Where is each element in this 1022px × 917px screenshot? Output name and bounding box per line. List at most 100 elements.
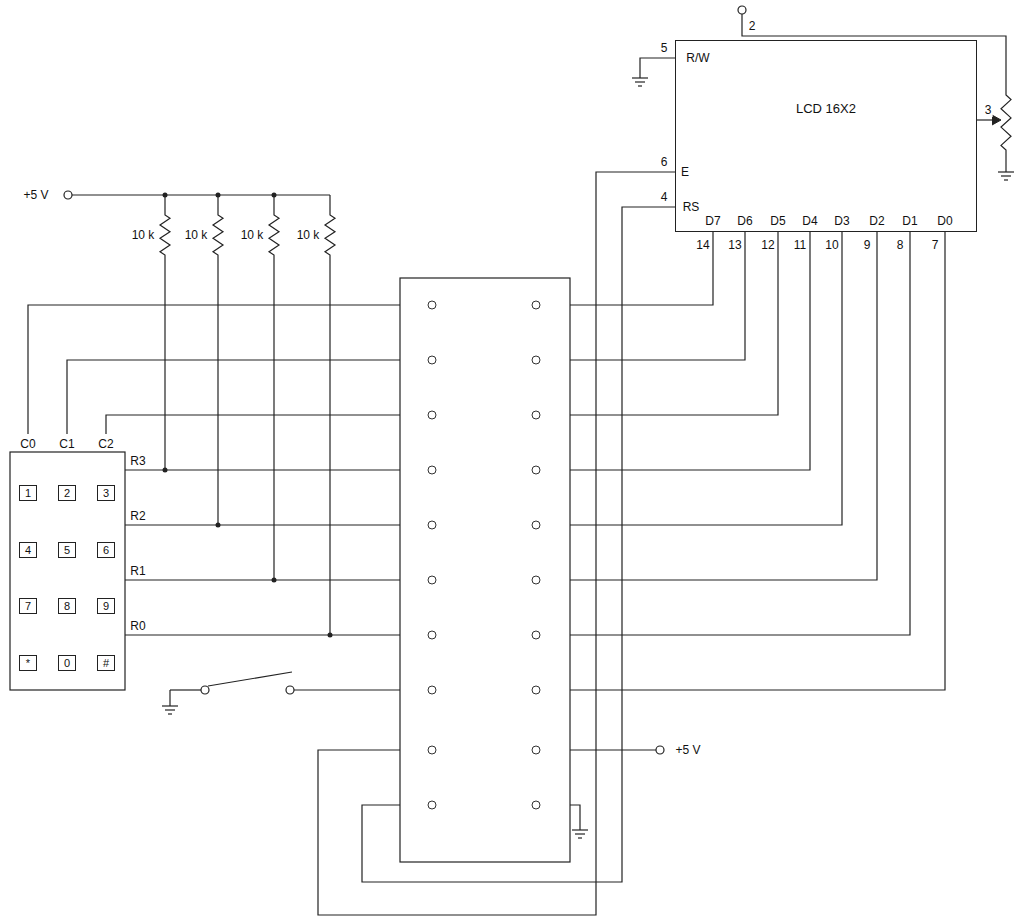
data-wire — [570, 232, 910, 635]
row-wire — [125, 634, 400, 635]
terminal — [201, 686, 209, 694]
ic-pin — [428, 631, 436, 639]
ic-pin — [428, 521, 436, 529]
pin-number: 7 — [931, 238, 940, 252]
ground-symbol — [998, 172, 1014, 180]
key-label: 4 — [20, 543, 36, 557]
data-wire — [570, 232, 778, 415]
pin-name: D7 — [704, 214, 721, 228]
key-label: 2 — [59, 486, 75, 500]
column-wire — [67, 360, 400, 434]
keypad-key: 2 — [58, 485, 76, 501]
junction-dot — [163, 193, 168, 198]
pin-name: D0 — [936, 214, 953, 228]
ground-symbol — [572, 830, 588, 838]
terminal — [286, 686, 294, 694]
row-wire — [125, 579, 400, 580]
junction-dot — [272, 193, 277, 198]
pin-number: 13 — [727, 238, 742, 252]
ic-pin — [532, 801, 540, 809]
keypad-key: 6 — [97, 542, 115, 558]
keypad-key: 0 — [58, 655, 76, 671]
key-label: 1 — [20, 486, 36, 500]
pin-name: D4 — [801, 214, 818, 228]
resistor-value: 10 k — [240, 228, 265, 242]
ic-pin — [428, 301, 436, 309]
ic-pin — [532, 411, 540, 419]
pin-number: 6 — [660, 155, 669, 169]
terminal — [656, 746, 664, 754]
junction-dot — [216, 193, 221, 198]
data-wire — [570, 232, 745, 360]
key-label: 5 — [59, 543, 75, 557]
ic-pin — [532, 746, 540, 754]
column-name: C1 — [58, 437, 75, 451]
rw-wire — [640, 58, 676, 78]
ic-pin — [532, 686, 540, 694]
switch-wire — [294, 689, 400, 690]
wire — [217, 263, 218, 525]
rs-wire — [362, 207, 676, 882]
pin-name: R/W — [685, 51, 710, 65]
wiper-arrow — [992, 115, 1001, 125]
row-name: R2 — [129, 509, 146, 523]
supply-label: +5 V — [674, 743, 701, 757]
module-name: LCD 16X2 — [676, 101, 976, 116]
data-wire — [570, 232, 810, 470]
column-wire — [106, 415, 400, 434]
pin-name: E — [680, 165, 690, 179]
keypad-key: 4 — [19, 542, 37, 558]
pin-name: D2 — [868, 214, 885, 228]
ic-pin — [428, 576, 436, 584]
row-name: R3 — [129, 454, 146, 468]
ic-package — [400, 278, 570, 862]
pin-number: 10 — [824, 238, 839, 252]
keypad-key: 9 — [97, 598, 115, 614]
pin-number: 14 — [695, 238, 710, 252]
pin-name: D1 — [901, 214, 918, 228]
key-label: 3 — [98, 486, 114, 500]
ground-symbol — [162, 706, 178, 714]
pin-number: 5 — [660, 41, 669, 55]
wire — [170, 689, 201, 690]
keypad-key: 5 — [58, 542, 76, 558]
keypad-key: 7 — [19, 598, 37, 614]
column-name: C0 — [19, 437, 36, 451]
ic-pin — [428, 466, 436, 474]
lcd-module: LCD 16X2 — [675, 40, 977, 232]
data-wire — [570, 232, 877, 580]
wire — [1005, 158, 1006, 172]
ic-pin — [428, 356, 436, 364]
keypad-key: 3 — [97, 485, 115, 501]
wiper-wire — [976, 119, 994, 120]
pin-number: 8 — [896, 238, 905, 252]
wire — [329, 195, 330, 207]
key-label: 9 — [98, 599, 114, 613]
data-wire — [570, 232, 842, 525]
pin-number: 2 — [748, 19, 757, 33]
pin-number: 4 — [660, 190, 669, 204]
keypad-key: # — [97, 655, 115, 671]
ground-symbol — [632, 78, 648, 86]
column-name: C2 — [97, 437, 114, 451]
ic-pin — [532, 301, 540, 309]
ic-pin — [428, 801, 436, 809]
ic-pin — [532, 631, 540, 639]
ground-wire — [570, 805, 580, 830]
pin-name: D6 — [736, 214, 753, 228]
pin-number: 12 — [760, 238, 775, 252]
key-label: # — [98, 656, 114, 670]
wire — [329, 263, 330, 635]
resistor-value: 10 k — [184, 228, 209, 242]
pin-name: RS — [682, 200, 701, 214]
resistor-symbol — [269, 207, 279, 263]
resistor-value: 10 k — [131, 228, 156, 242]
column-wire — [28, 305, 400, 434]
supply-rail — [72, 194, 330, 195]
supply-wire — [570, 749, 656, 750]
ic-pin — [428, 411, 436, 419]
terminal — [738, 6, 746, 14]
key-label: 0 — [59, 656, 75, 670]
ic-pin — [532, 521, 540, 529]
